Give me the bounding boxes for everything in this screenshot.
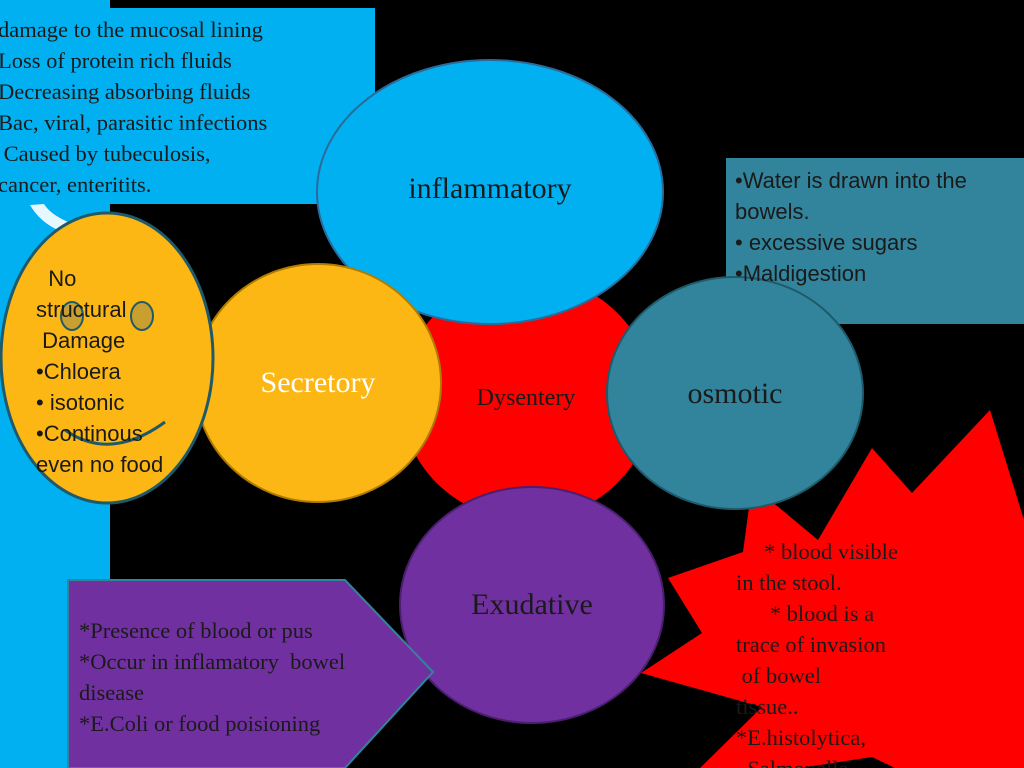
- inflammatory-notes-box: [0, 8, 375, 204]
- smiley-right-eye: [130, 301, 154, 331]
- dysentery-circle: [401, 276, 653, 520]
- exudative-notes-box: [67, 579, 435, 768]
- burst-note-line: in the stool.: [736, 570, 842, 595]
- exudative-note-line: *Occur in inflamatory bowel: [79, 649, 346, 674]
- exudative-note-line: *E.Coli or food poisioning: [79, 711, 321, 736]
- secretory-label: Secretory: [260, 366, 376, 399]
- osmotic-note-line: •Maldigestion: [735, 261, 867, 286]
- osmotic-notes: •Water is drawn into the bowels. • exces…: [735, 165, 1020, 289]
- blood-burst-shape: [641, 410, 1024, 768]
- osmotic-note-line: • excessive sugars: [735, 230, 918, 255]
- inflammatory-note-line: Caused by tubeculosis,: [0, 141, 211, 166]
- burst-notes: * blood visible in the stool. * blood is…: [736, 536, 936, 768]
- smiley-left-eye: [60, 301, 84, 331]
- exudative-notes: *Presence of blood or pus *Occur in infl…: [79, 615, 379, 739]
- smiley-mouth: [64, 420, 166, 446]
- inflammatory-label: inflammatory: [408, 172, 572, 205]
- burst-note-line: * blood visible: [736, 539, 898, 564]
- notes-callout-tail: [30, 204, 68, 230]
- exudative-note-line: *Presence of blood or pus: [79, 618, 313, 643]
- secretory-note-line: • isotonic: [36, 390, 125, 415]
- inflammatory-note-line: Loss of protein rich fluids: [0, 48, 232, 73]
- secretory-note-line: •Chloera: [36, 359, 121, 384]
- inflammatory-note-line: cancer, enteritits.: [0, 172, 152, 197]
- inflammatory-note-line: damage to the mucosal lining: [0, 17, 263, 42]
- secretory-note-line: Damage: [36, 328, 126, 353]
- secretory-note-line: even no food: [36, 452, 164, 477]
- secretory-note-line: •Continous: [36, 421, 143, 446]
- burst-note-line: Salmonella: [736, 753, 936, 768]
- osmotic-label: osmotic: [687, 377, 783, 410]
- exudative-note-line: disease: [79, 680, 144, 705]
- dysentery-label: Dysentery: [476, 385, 576, 411]
- burst-note-line: trace of invasion: [736, 632, 886, 657]
- inflammatory-note-line: Decreasing absorbing fluids: [0, 79, 251, 104]
- osmotic-note-line: bowels.: [735, 199, 810, 224]
- exudative-circle: [399, 486, 665, 724]
- burst-note-line: of bowel: [736, 663, 821, 688]
- osmotic-circle: [606, 276, 864, 510]
- osmotic-note-line: •Water is drawn into the: [735, 168, 967, 193]
- burst-note-line: tissue..: [736, 694, 799, 719]
- smiley-face: [0, 211, 215, 505]
- inflammatory-note-line: Bac, viral, parasitic infections: [0, 110, 268, 135]
- burst-note-line: * blood is a: [736, 601, 875, 626]
- secretory-note-line: structural: [36, 297, 127, 322]
- inflammatory-ellipse: [316, 59, 664, 325]
- secretory-notes: No structural Damage •Chloera • isotonic…: [36, 263, 206, 480]
- exudative-label: Exudative: [471, 588, 593, 621]
- burst-note-line: *E.histolytica,: [736, 725, 866, 750]
- secretory-note-line: No: [36, 266, 77, 291]
- inflammatory-notes: damage to the mucosal lining Loss of pro…: [0, 14, 376, 200]
